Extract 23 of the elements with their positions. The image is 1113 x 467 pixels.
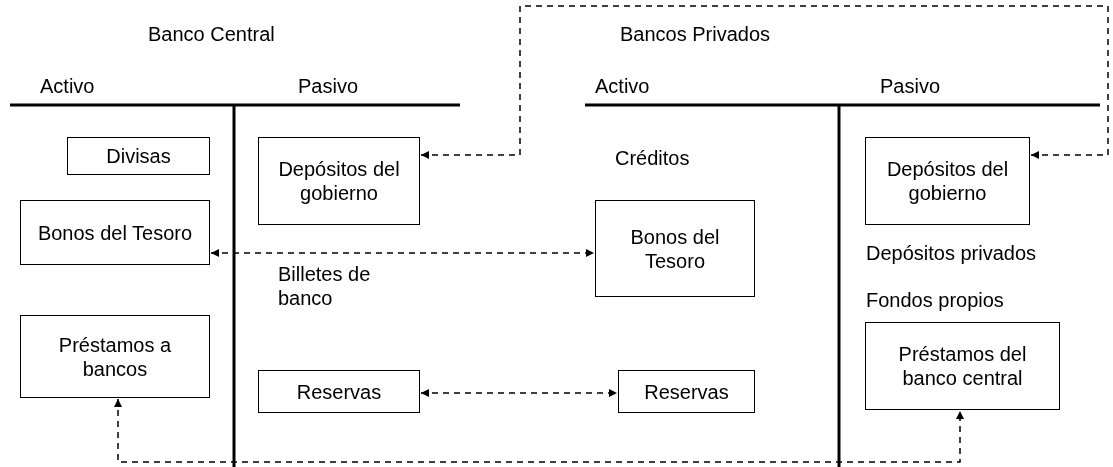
account-box: Préstamos del banco central [865,322,1060,410]
account-item: Billetes de banco [278,262,372,310]
bank-title: Bancos Privados [620,22,771,46]
column-heading: Activo [40,74,95,98]
column-heading: Pasivo [298,74,359,98]
account-box: Depósitos del gobierno [258,137,420,225]
arrow [114,398,964,463]
account-box: Préstamos a bancos [20,315,210,398]
account-box: Divisas [67,137,210,175]
arrow [420,389,618,397]
account-box: Reservas [618,370,755,413]
account-item: Créditos [615,146,690,170]
account-item: Depósitos privados [866,241,1037,265]
account-item: Fondos propios [866,288,1004,312]
account-box: Bonos del Tesoro [595,200,755,297]
account-box: Bonos del Tesoro [20,200,210,265]
account-box: Reservas [258,370,420,413]
account-box: Depósitos del gobierno [865,137,1030,225]
arrow [420,5,1109,159]
bank-title: Banco Central [148,22,275,46]
column-heading: Activo [595,74,650,98]
column-heading: Pasivo [880,74,941,98]
arrow [210,249,595,257]
